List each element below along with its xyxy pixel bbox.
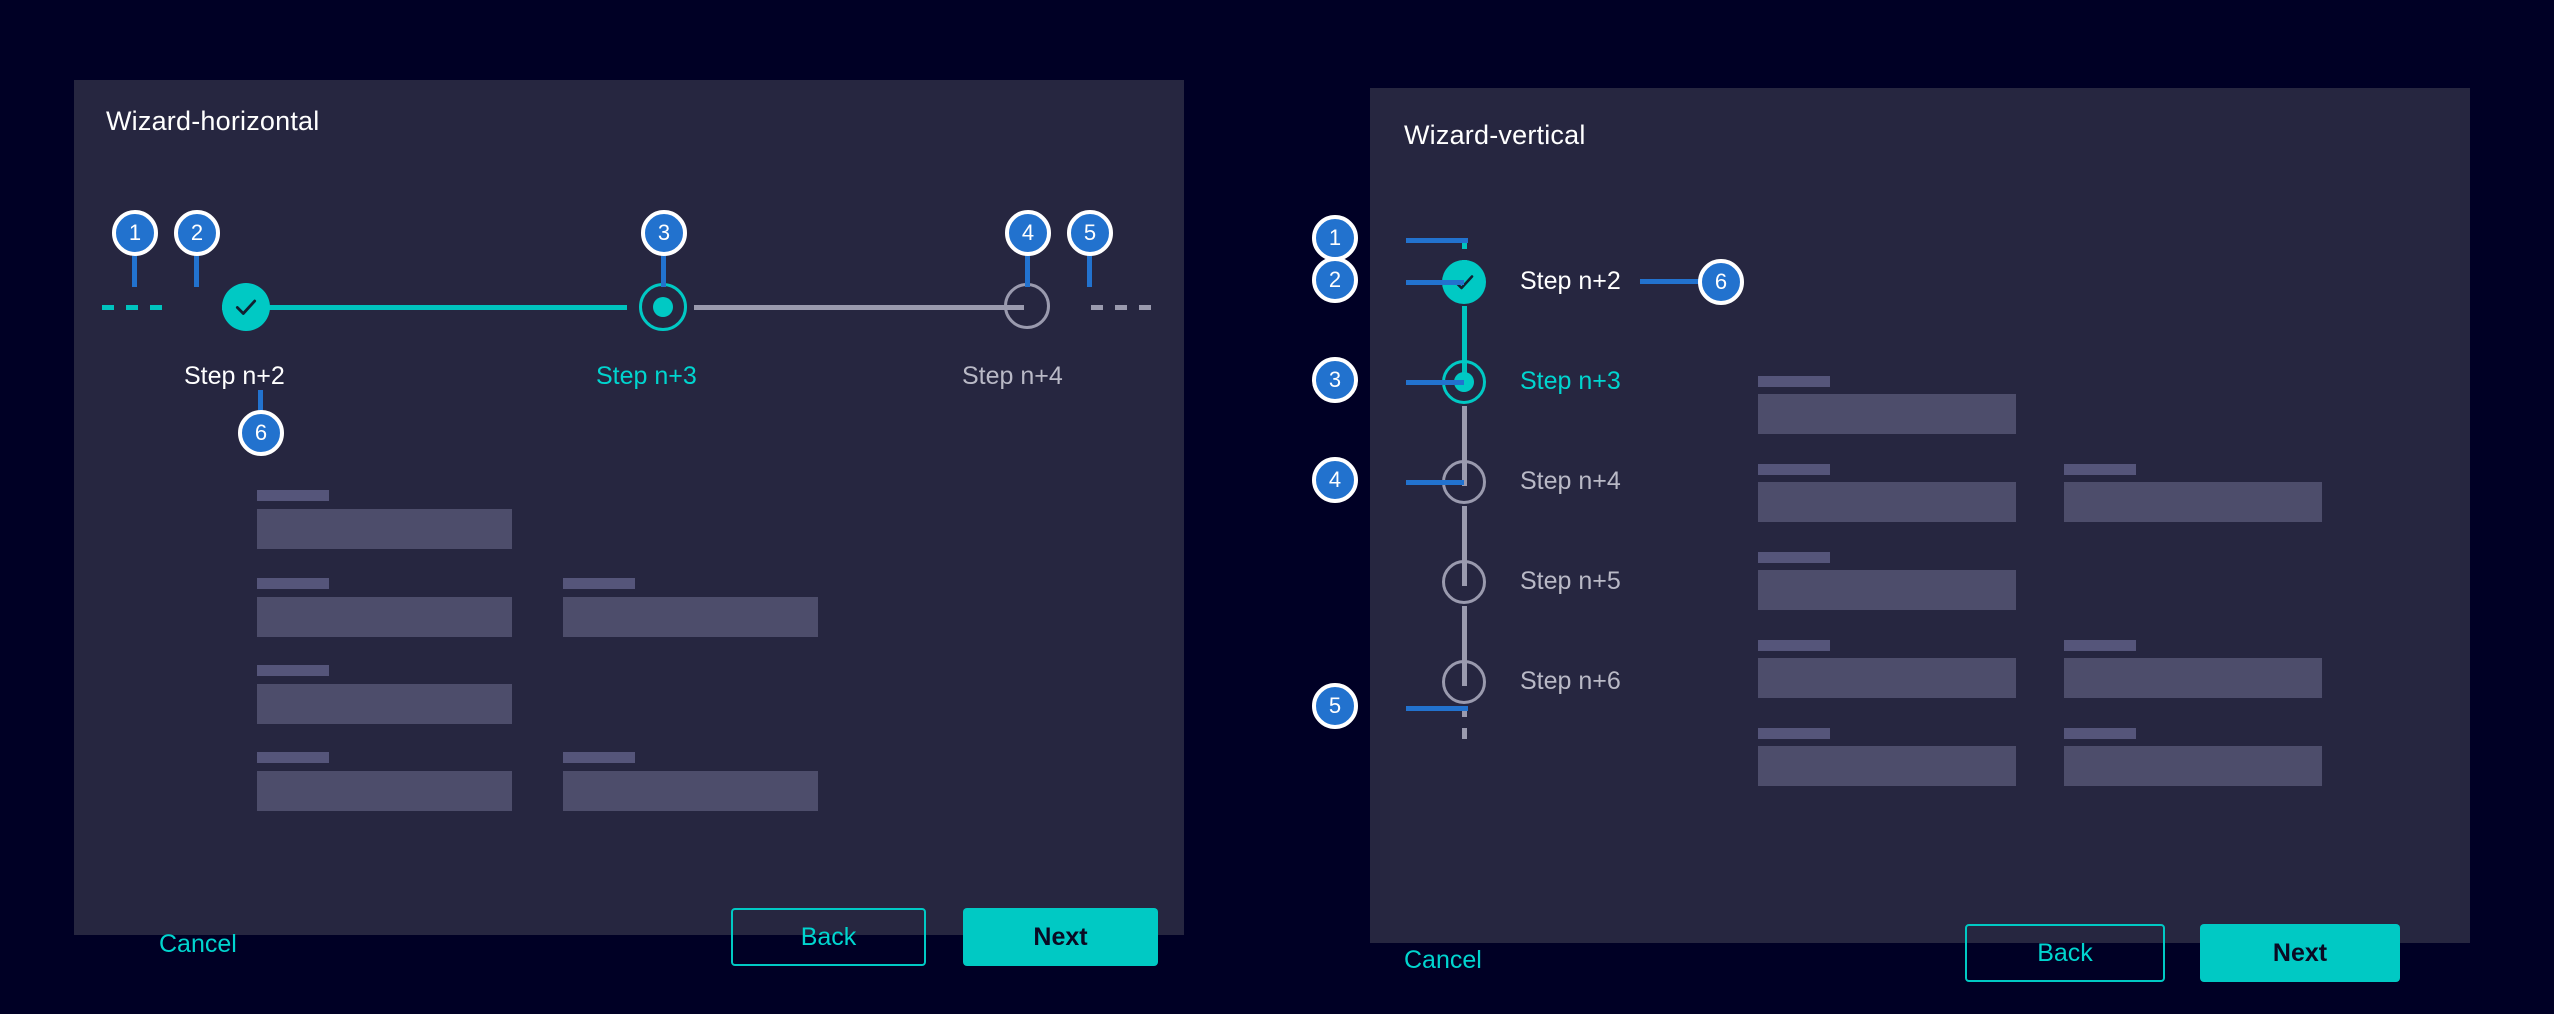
field-label-skeleton (1758, 464, 1830, 475)
field-input-skeleton[interactable] (257, 597, 512, 637)
step-label-pending[interactable]: Step n+4 (962, 362, 1063, 390)
wizard-horizontal-title: Wizard-horizontal (106, 106, 320, 136)
callout-badge-3: 3 (1312, 357, 1358, 403)
callout-badge-5: 5 (1067, 210, 1113, 256)
field-input-skeleton[interactable] (1758, 570, 2016, 610)
callout-badge-2: 2 (174, 210, 220, 256)
callout-badge-1: 1 (112, 210, 158, 256)
field-input-skeleton[interactable] (1758, 482, 2016, 522)
field-label-skeleton (257, 665, 329, 676)
horizontal-stepper: Step n+2 Step n+3 Step n+4 1 2 3 4 5 6 (74, 80, 1184, 456)
callout-stem-2 (1406, 280, 1464, 285)
step-node-completed[interactable] (222, 283, 270, 331)
track-completed-segment (222, 305, 627, 310)
trailing-dashed-track (1091, 305, 1153, 310)
callout-stem-4 (1406, 480, 1464, 485)
field-input-skeleton[interactable] (257, 684, 512, 724)
field-input-skeleton[interactable] (2064, 746, 2322, 786)
empty-circle-icon (1442, 560, 1486, 604)
callout-stem-2 (194, 255, 199, 287)
field-label-skeleton (563, 578, 635, 589)
field-label-skeleton (1758, 728, 1830, 739)
step-label-pending[interactable]: Step n+4 (1520, 467, 1621, 495)
callout-badge-6: 6 (238, 410, 284, 456)
callout-stem-3 (1406, 380, 1464, 385)
field-label-skeleton (563, 752, 635, 763)
wizard-vertical-title: Wizard-vertical (1404, 120, 1586, 150)
wizard-vertical-card: Wizard-vertical (1312, 88, 2470, 982)
field-label-skeleton (257, 752, 329, 763)
trailing-dashed-rail (1462, 706, 1467, 750)
field-label-skeleton (257, 578, 329, 589)
step-node-pending[interactable] (1004, 283, 1050, 329)
callout-badge-5: 5 (1312, 683, 1358, 729)
callout-stem-5 (1087, 255, 1092, 287)
field-label-skeleton (1758, 552, 1830, 563)
step-label-completed[interactable]: Step n+2 (1520, 267, 1621, 295)
callout-badge-1: 1 (1312, 215, 1358, 261)
rail-pending-segment (1462, 506, 1467, 586)
callout-badge-4: 4 (1005, 210, 1051, 256)
step-label-current[interactable]: Step n+3 (1520, 367, 1621, 395)
step-label-pending[interactable]: Step n+6 (1520, 667, 1621, 695)
field-input-skeleton[interactable] (257, 771, 512, 811)
step-label-completed[interactable]: Step n+2 (184, 362, 285, 390)
callout-stem-6 (258, 390, 263, 414)
field-input-skeleton[interactable] (1758, 746, 2016, 786)
empty-circle-icon (1004, 283, 1050, 329)
field-label-skeleton (257, 490, 329, 501)
step-label-pending[interactable]: Step n+5 (1520, 567, 1621, 595)
field-input-skeleton[interactable] (257, 509, 512, 549)
field-input-skeleton[interactable] (2064, 482, 2322, 522)
wizard-horizontal-card: Wizard-horizontal (74, 80, 1184, 966)
callout-badge-4: 4 (1312, 457, 1358, 503)
callout-stem-4 (1025, 255, 1030, 287)
step-node-current[interactable] (639, 283, 687, 331)
field-input-skeleton[interactable] (563, 597, 818, 637)
rail-pending-segment (1462, 406, 1467, 486)
track-pending-segment (694, 305, 1024, 310)
field-input-skeleton[interactable] (563, 771, 818, 811)
callout-stem-3 (661, 255, 666, 287)
callout-stem-5 (1406, 706, 1468, 711)
callout-stem-6 (1640, 279, 1702, 284)
field-label-skeleton (2064, 464, 2136, 475)
field-input-skeleton[interactable] (2064, 658, 2322, 698)
rail-pending-segment (1462, 606, 1467, 686)
field-label-skeleton (1758, 376, 1830, 387)
field-label-skeleton (2064, 728, 2136, 739)
next-button[interactable]: Next (2200, 924, 2400, 982)
back-button[interactable]: Back (731, 908, 926, 966)
back-button[interactable]: Back (1965, 924, 2165, 982)
vertical-stepper: Step n+2 Step n+3 Step n+4 Step n+5 Step… (1440, 238, 1760, 798)
step-label-current[interactable]: Step n+3 (596, 362, 697, 390)
callout-badge-2: 2 (1312, 257, 1358, 303)
step-node-pending[interactable] (1442, 660, 1486, 704)
field-input-skeleton[interactable] (1758, 658, 2016, 698)
empty-circle-icon (1442, 660, 1486, 704)
field-input-skeleton[interactable] (1758, 394, 2016, 434)
cancel-button[interactable]: Cancel (159, 930, 237, 958)
rail-completed-segment (1462, 306, 1467, 386)
cancel-button[interactable]: Cancel (1404, 946, 1482, 974)
step-node-pending[interactable] (1442, 560, 1486, 604)
check-icon (222, 283, 270, 331)
callout-badge-3: 3 (641, 210, 687, 256)
field-label-skeleton (1758, 640, 1830, 651)
callout-stem-1 (1406, 238, 1468, 243)
leading-dashed-track (102, 305, 164, 310)
radio-dot-icon (639, 283, 687, 331)
next-button[interactable]: Next (963, 908, 1158, 966)
callout-stem-1 (132, 255, 137, 287)
callout-badge-6: 6 (1698, 259, 1744, 305)
field-label-skeleton (2064, 640, 2136, 651)
